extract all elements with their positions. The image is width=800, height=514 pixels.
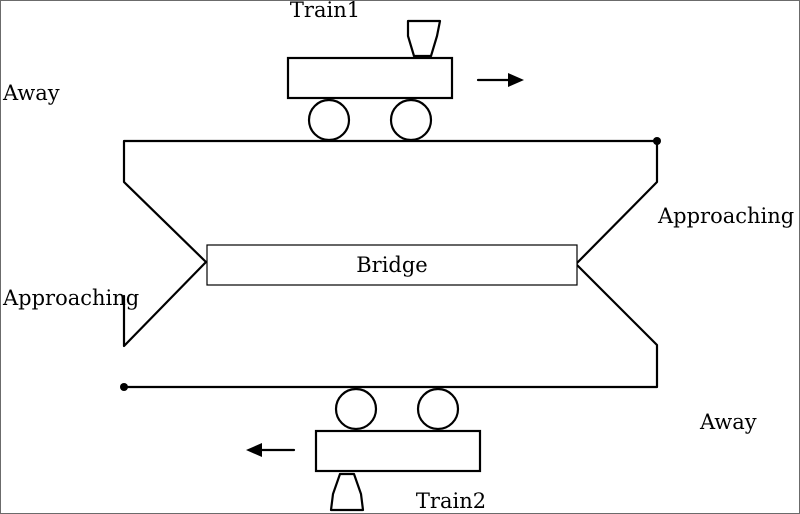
train2 bbox=[314, 387, 482, 512]
train2-body bbox=[314, 429, 482, 473]
approaching-label-left: Approaching bbox=[2, 286, 139, 310]
train2-label: Train2 bbox=[416, 489, 486, 513]
train2-direction-arrow bbox=[246, 443, 296, 457]
train1-label: Train1 bbox=[290, 0, 360, 22]
bridge-box bbox=[206, 244, 578, 286]
track-end-dot-bottom bbox=[120, 383, 128, 391]
approaching-label-right: Approaching bbox=[657, 204, 794, 228]
train2-chimney bbox=[329, 472, 365, 512]
train1 bbox=[286, 19, 454, 142]
train2-wheel-right bbox=[416, 387, 460, 431]
train1-wheel-right bbox=[389, 98, 433, 142]
train1-chimney bbox=[406, 19, 442, 58]
away-label-right: Away bbox=[699, 410, 757, 434]
train2-wheel-left bbox=[334, 387, 378, 431]
away-label-left: Away bbox=[2, 81, 60, 105]
bridge-label: Bridge bbox=[356, 253, 428, 277]
train1-wheel-left bbox=[307, 98, 351, 142]
track-end-dot-top bbox=[653, 137, 661, 145]
train1-direction-arrow bbox=[476, 73, 524, 87]
train1-body bbox=[286, 56, 454, 100]
